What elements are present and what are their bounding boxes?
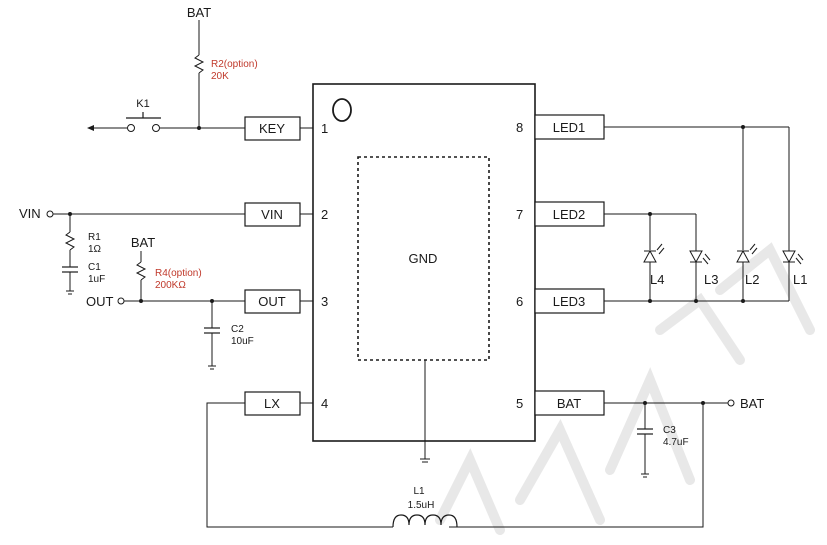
pin-3-number: 3 [321, 294, 328, 309]
out-terminal [117, 297, 125, 305]
r2-resistor [193, 54, 205, 74]
c1-value: 1uF [88, 274, 105, 285]
pin-key: KEY 1 [244, 116, 328, 141]
bat-label-right: BAT [740, 396, 764, 411]
watermark [435, 242, 815, 535]
led-l1-label: L1 [793, 272, 807, 287]
pin-bat-label: BAT [557, 396, 581, 411]
r4-value: 200KΩ [155, 280, 186, 291]
pin-5-number: 5 [516, 396, 523, 411]
c3-value: 4.7uF [663, 437, 689, 448]
pin-4-number: 4 [321, 396, 328, 411]
gnd-pad-label: GND [409, 251, 438, 266]
pin-1-number: 1 [321, 121, 328, 136]
bat-label-top: BAT [187, 5, 211, 20]
pin-out: OUT 3 [244, 289, 328, 314]
led-l3: L3 [689, 214, 718, 301]
l1-inductor [392, 514, 458, 528]
pin-led1-label: LED1 [553, 120, 586, 135]
pin-led2: LED2 7 [516, 201, 605, 227]
k1-ref: K1 [136, 98, 149, 110]
pin-lx-label: LX [264, 396, 280, 411]
led-l1: L1 [782, 127, 807, 301]
led-l2-label: L2 [745, 272, 759, 287]
pin-key-label: KEY [259, 121, 285, 136]
bat-label-r4: BAT [131, 235, 155, 250]
pin-8-number: 8 [516, 120, 523, 135]
pin-lx: LX 4 [244, 391, 328, 416]
pin-bat: BAT 5 [516, 390, 605, 416]
k1-contact-right [152, 124, 160, 132]
out-label: OUT [86, 294, 114, 309]
led-l2: L2 [736, 127, 759, 301]
r4-ref: R4(option) [155, 268, 202, 279]
pin-6-number: 6 [516, 294, 523, 309]
ground-arrow [87, 125, 94, 131]
pin-led3-label: LED3 [553, 294, 586, 309]
led-l3-label: L3 [704, 272, 718, 287]
pin1-marker [332, 98, 352, 122]
r1-ref: R1 [88, 232, 101, 243]
c2-value: 10uF [231, 336, 254, 347]
led-l4-label: L4 [650, 272, 664, 287]
junction-l1 [701, 401, 705, 405]
pin-vin-label: VIN [261, 207, 283, 222]
pin-led2-label: LED2 [553, 207, 586, 222]
gnd-pad [357, 156, 490, 361]
vin-terminal [46, 210, 54, 218]
l1-ref: L1 [413, 486, 425, 497]
r2-value: 20K [211, 71, 229, 82]
pin-2-number: 2 [321, 207, 328, 222]
pin-7-number: 7 [516, 207, 523, 222]
pin-led3: LED3 6 [516, 288, 605, 314]
pin-out-label: OUT [258, 294, 286, 309]
k1-contact-left [127, 124, 135, 132]
ic-body [312, 83, 536, 442]
l1-return-wire [449, 403, 704, 528]
lx-wire [206, 402, 393, 528]
r1-value: 1Ω [88, 244, 102, 255]
r2-ref: R2(option) [211, 59, 258, 70]
led-l4: L4 [643, 214, 664, 301]
bat-terminal [727, 399, 735, 407]
vin-label: VIN [19, 206, 41, 221]
r1-resistor [64, 231, 76, 251]
r4-resistor [135, 261, 147, 281]
c3-ref: C3 [663, 425, 676, 436]
c1-ref: C1 [88, 262, 101, 273]
c2-ref: C2 [231, 324, 244, 335]
l1-value: 1.5uH [408, 500, 435, 511]
pin-led1: LED1 8 [516, 114, 605, 140]
